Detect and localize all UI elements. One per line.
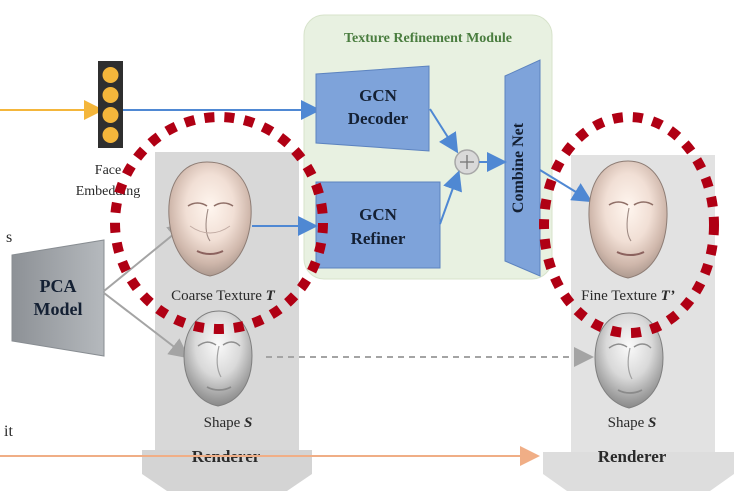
left-red-dashed-circle xyxy=(110,112,328,334)
right-renderer-base xyxy=(543,452,734,491)
combine-net-block xyxy=(504,59,541,277)
pca-to-coarse-texture-line xyxy=(103,222,189,292)
face-embedding-label-line1: Face xyxy=(95,163,121,178)
left-edge-fragment-bottom: it xyxy=(4,423,13,440)
gcn-decoder-label-line1: GCN xyxy=(359,86,398,105)
fine-texture-label: Fine Texture T’ xyxy=(581,288,675,304)
left-renderer-base xyxy=(142,450,312,491)
coarse-texture-label: Coarse Texture T xyxy=(171,288,275,304)
combine-net-label: Combine Net xyxy=(510,122,527,213)
refiner-to-plus-line xyxy=(439,170,462,225)
face-embedding-label-line2: Embedding xyxy=(76,184,141,199)
module-title: Texture Refinement Module xyxy=(344,31,512,46)
gcn-decoder-block xyxy=(315,65,430,152)
pca-model-block xyxy=(11,239,105,357)
right-shape-face xyxy=(594,312,664,409)
right-shape-label: Shape S xyxy=(608,415,657,431)
pca-model-label-line1: PCA xyxy=(40,276,77,296)
decoder-to-plus-line xyxy=(429,108,459,154)
gcn-decoder-label-line2: Decoder xyxy=(348,109,409,128)
plus-circle-icon xyxy=(454,149,480,175)
gcn-refiner-block xyxy=(315,181,441,269)
face-embedding-icon xyxy=(98,61,123,148)
pca-model-label-line2: Model xyxy=(34,299,83,319)
gcn-refiner-label-line2: Refiner xyxy=(351,229,406,248)
combine-to-fine-texture-line xyxy=(539,169,593,203)
fine-texture-face xyxy=(588,160,668,279)
right-renderer-label: Renderer xyxy=(598,447,667,466)
coarse-texture-face xyxy=(168,161,252,277)
left-edge-fragment-top: s xyxy=(6,229,12,246)
right-red-dashed-circle xyxy=(539,112,719,338)
left-shape-face xyxy=(183,310,253,407)
gcn-refiner-label-line1: GCN xyxy=(359,205,398,224)
pca-to-shape-line xyxy=(103,292,190,359)
left-shape-label: Shape S xyxy=(204,415,253,431)
